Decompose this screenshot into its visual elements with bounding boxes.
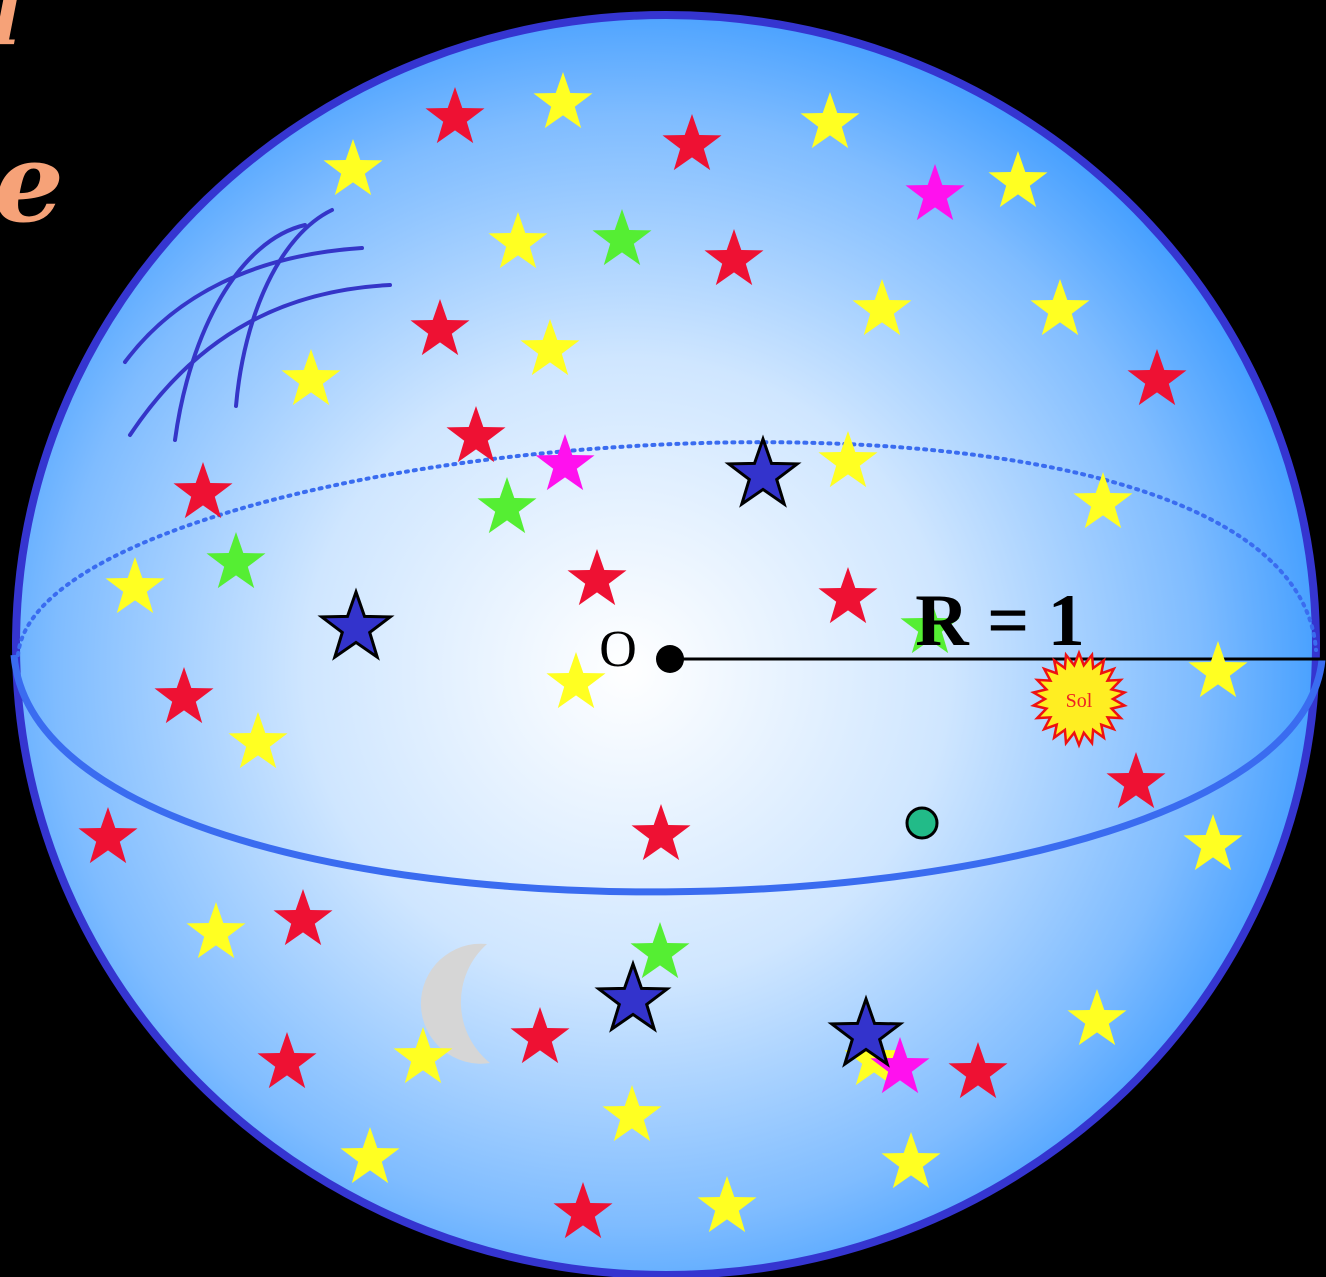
- star-red-9: [704, 229, 764, 286]
- moon-crescent: [420, 943, 490, 1064]
- star-yellow-30: [228, 712, 288, 769]
- star-magenta-4: [905, 164, 965, 221]
- star-red-29: [154, 667, 214, 724]
- star-red-24: [567, 549, 627, 606]
- star-blue-outlined-0: [724, 434, 802, 508]
- coordinate-grid-lines: [123, 208, 392, 442]
- star-red-25: [818, 567, 878, 624]
- star-red-36: [273, 889, 333, 946]
- star-green-26: [900, 597, 960, 654]
- celestial-sphere: [12, 11, 1320, 1277]
- star-field: [78, 72, 1248, 1239]
- star-magenta-17: [535, 434, 595, 491]
- star-red-44: [948, 1042, 1008, 1099]
- star-yellow-49: [697, 1176, 757, 1233]
- star-yellow-42: [844, 1029, 904, 1086]
- star-red-0: [425, 87, 485, 144]
- star-green-37: [630, 922, 690, 979]
- star-yellow-15: [281, 349, 341, 406]
- star-yellow-47: [340, 1127, 400, 1184]
- star-magenta-43: [870, 1037, 930, 1094]
- star-yellow-23: [105, 557, 165, 614]
- star-red-2: [662, 114, 722, 171]
- star-green-22: [206, 532, 266, 589]
- equator-front: [10, 654, 1326, 896]
- star-yellow-19: [1073, 472, 1133, 529]
- point-marker: [905, 806, 939, 840]
- center-point: [656, 645, 684, 673]
- star-yellow-38: [1067, 989, 1127, 1046]
- star-yellow-18: [818, 431, 878, 488]
- star-yellow-7: [488, 212, 548, 269]
- star-red-14: [1127, 349, 1187, 406]
- star-yellow-3: [800, 92, 860, 149]
- radius-label: R = 1: [915, 580, 1085, 662]
- star-yellow-13: [520, 319, 580, 376]
- star-red-48: [553, 1182, 613, 1239]
- star-green-8: [592, 209, 652, 266]
- star-yellow-41: [393, 1027, 453, 1084]
- star-yellow-34: [1183, 814, 1243, 871]
- star-yellow-46: [881, 1132, 941, 1189]
- sun-burst: [1030, 649, 1128, 749]
- star-yellow-10: [852, 279, 912, 336]
- center-label: O: [599, 621, 637, 678]
- star-red-12: [410, 299, 470, 356]
- star-yellow-5: [988, 151, 1048, 208]
- star-red-33: [631, 804, 691, 861]
- star-red-20: [173, 462, 233, 519]
- star-green-21: [477, 477, 537, 534]
- star-red-40: [257, 1032, 317, 1089]
- star-yellow-11: [1030, 279, 1090, 336]
- star-red-32: [78, 807, 138, 864]
- sun-label: Sol: [1066, 690, 1093, 712]
- title-fragment-l: l: [0, 0, 22, 63]
- star-yellow-45: [602, 1085, 662, 1142]
- star-blue-outlined-3: [827, 994, 905, 1068]
- star-yellow-27: [546, 652, 606, 709]
- star-yellow-35: [186, 902, 246, 959]
- star-red-31: [1106, 752, 1166, 809]
- star-yellow-6: [323, 139, 383, 196]
- star-yellow-28: [1188, 641, 1248, 698]
- sun: Sol: [1030, 649, 1128, 749]
- star-yellow-1: [533, 72, 593, 129]
- star-blue-outlined-2: [594, 959, 672, 1033]
- star-red-39: [510, 1007, 570, 1064]
- star-blue-outlined-1: [317, 587, 395, 661]
- equator-back-dotted: [16, 440, 1318, 657]
- star-red-16: [446, 406, 506, 463]
- title-fragment-e: e: [0, 118, 64, 247]
